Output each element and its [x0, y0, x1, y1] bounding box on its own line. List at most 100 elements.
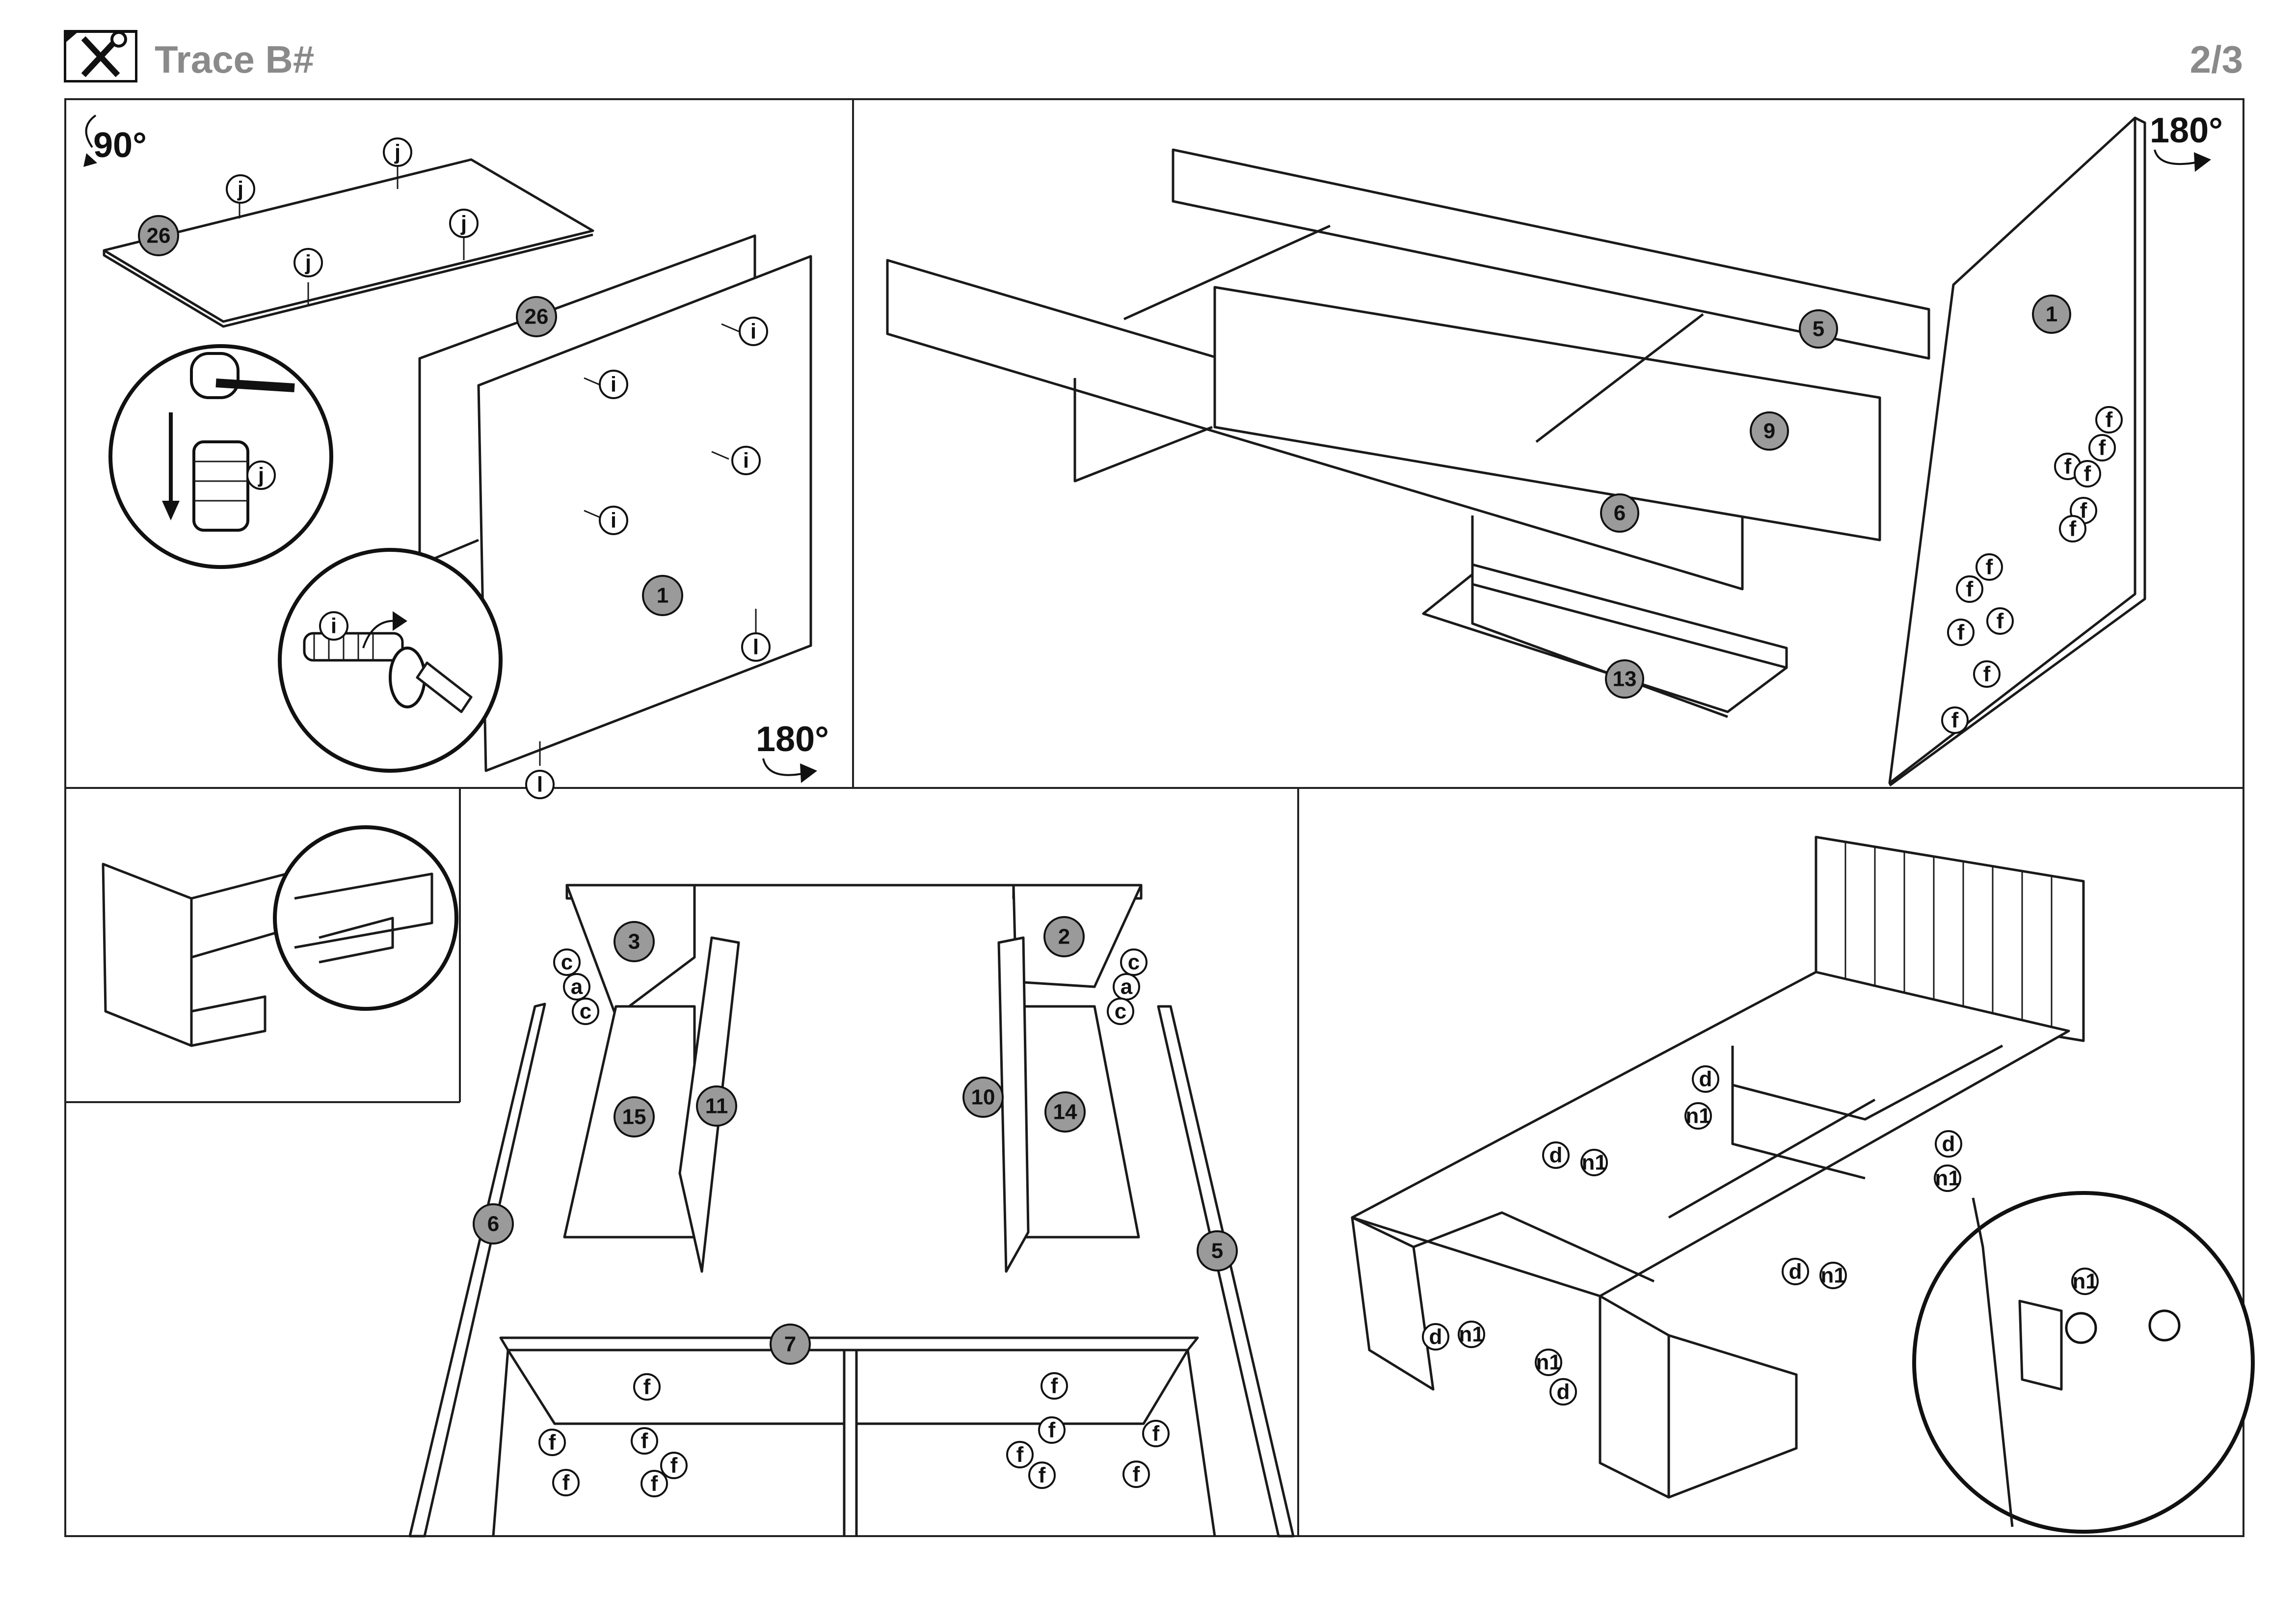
fitting-bubble-f: f	[631, 1427, 658, 1455]
svg-text:f: f	[670, 1454, 678, 1478]
part-bubble-10: 10	[962, 1077, 1004, 1118]
svg-text:n1: n1	[1820, 1264, 1845, 1288]
fitting-bubble-d: d	[1782, 1258, 1809, 1285]
part-bubble-5: 5	[1197, 1230, 1238, 1272]
svg-text:6: 6	[1614, 501, 1626, 525]
svg-text:f: f	[1957, 621, 1965, 645]
fitting-bubble-i: i	[599, 506, 628, 535]
panel-1-drawing: 90°	[83, 114, 829, 799]
fitting-bubble-f: f	[552, 1469, 580, 1496]
fitting-bubble-j: j	[449, 209, 479, 238]
panel-2-drawing: 180° 5 9 6 13 1 f f f f f f	[886, 111, 2223, 787]
part-bubble-1: 1	[642, 575, 683, 616]
part-bubble-6: 6	[473, 1203, 514, 1245]
fitting-bubble-f: f	[1956, 575, 1983, 603]
svg-text:f: f	[641, 1429, 648, 1453]
fitting-bubble-j: j	[226, 174, 255, 204]
fitting-bubble-i: i	[739, 317, 768, 346]
fitting-bubble-f: f	[660, 1452, 688, 1479]
fitting-bubble-f: f	[1006, 1441, 1034, 1468]
part-bubble-13: 13	[1605, 659, 1644, 699]
fitting-bubble-c: c	[553, 948, 581, 976]
part-bubble-5: 5	[1799, 309, 1838, 349]
fitting-bubble-f: f	[1941, 706, 1969, 734]
svg-text:n1: n1	[1581, 1151, 1606, 1175]
svg-text:f: f	[2069, 517, 2077, 541]
fitting-bubble-j: j	[294, 248, 323, 277]
svg-text:11: 11	[705, 1094, 728, 1118]
svg-text:d: d	[1429, 1325, 1442, 1349]
part-bubble-2: 2	[1043, 916, 1085, 957]
fitting-bubble-f: f	[538, 1429, 566, 1456]
svg-text:n1: n1	[2072, 1270, 2097, 1294]
svg-text:14: 14	[1053, 1100, 1077, 1124]
svg-text:f: f	[1051, 1374, 1058, 1398]
fitting-bubble-n1: n1	[2071, 1268, 2099, 1295]
fitting-bubble-i: i	[599, 370, 628, 399]
fitting-bubble-d: d	[1692, 1065, 1719, 1093]
fitting-bubble-f: f	[1947, 619, 1975, 646]
panel-5-drawing: d n1 d n1 d n1 d n1 d n1 n1 d n1	[1351, 836, 2255, 1534]
fitting-bubble-l: l	[525, 770, 555, 799]
svg-text:13: 13	[1613, 667, 1637, 691]
svg-text:i: i	[743, 449, 749, 473]
svg-text:5: 5	[1211, 1239, 1223, 1263]
svg-text:f: f	[1986, 555, 1993, 579]
rotation-180-top-label: 180°	[2150, 111, 2223, 150]
svg-text:3: 3	[628, 930, 640, 954]
svg-text:c: c	[580, 1000, 591, 1024]
fitting-bubble-d: d	[1935, 1130, 1962, 1158]
fitting-bubble-n1: n1	[1819, 1262, 1847, 1289]
svg-text:c: c	[561, 950, 573, 974]
svg-text:f: f	[2064, 455, 2072, 479]
svg-text:d: d	[1789, 1260, 1802, 1284]
fitting-bubble-n1: n1	[1684, 1102, 1712, 1130]
fitting-bubble-d: d	[1422, 1323, 1449, 1351]
svg-text:c: c	[1128, 950, 1140, 974]
page-number: 2/3	[2189, 38, 2243, 81]
svg-text:2: 2	[1058, 925, 1070, 949]
fitting-bubble-n1: n1	[1580, 1149, 1608, 1176]
svg-text:f: f	[562, 1471, 570, 1495]
svg-text:f: f	[2084, 462, 2091, 486]
rotation-90-label: 90°	[93, 126, 147, 165]
svg-text:a: a	[1121, 975, 1133, 999]
svg-text:i: i	[611, 373, 616, 397]
svg-text:f: f	[651, 1472, 658, 1496]
fitting-bubble-f: f	[1986, 607, 2014, 635]
svg-text:i: i	[750, 320, 756, 344]
fitting-bubble-d: d	[1549, 1378, 1577, 1406]
svg-text:f: f	[1039, 1463, 1046, 1488]
fitting-bubble-c: c	[572, 998, 599, 1025]
svg-text:f: f	[1133, 1462, 1140, 1487]
fitting-bubble-d: d	[1542, 1141, 1570, 1169]
svg-text:5: 5	[1813, 317, 1824, 341]
svg-text:n1: n1	[1459, 1323, 1484, 1347]
page-header: Trace B# 2/3	[63, 28, 2243, 97]
part-10-panel	[997, 936, 1030, 1273]
svg-text:10: 10	[971, 1085, 995, 1110]
part-bubble-3: 3	[614, 921, 655, 962]
svg-text:l: l	[537, 773, 543, 797]
fitting-bubble-a: a	[563, 973, 590, 1001]
fitting-bubble-f: f	[2059, 515, 2086, 542]
svg-text:n1: n1	[1685, 1104, 1710, 1128]
svg-text:f: f	[1966, 577, 1974, 601]
fitting-bubble-f: f	[2074, 460, 2101, 487]
part-9-panel	[1213, 286, 1881, 541]
svg-text:d: d	[1942, 1132, 1955, 1156]
detail-circle-overview	[273, 825, 458, 1011]
svg-text:d: d	[1557, 1380, 1570, 1404]
panel-frames	[64, 98, 2244, 1537]
fitting-bubble-f: f	[641, 1470, 668, 1497]
svg-text:f: f	[1951, 708, 1959, 732]
document-title: Trace B#	[155, 38, 315, 81]
fitting-bubble-c: c	[1107, 998, 1134, 1025]
svg-text:i: i	[611, 509, 616, 533]
fitting-bubble-f: f	[1028, 1462, 1056, 1489]
fitting-bubble-f: f	[1122, 1461, 1150, 1488]
fitting-bubble-n1: n1	[1535, 1349, 1562, 1376]
svg-text:d: d	[1549, 1143, 1563, 1167]
part-bubble-26: 26	[516, 296, 557, 337]
